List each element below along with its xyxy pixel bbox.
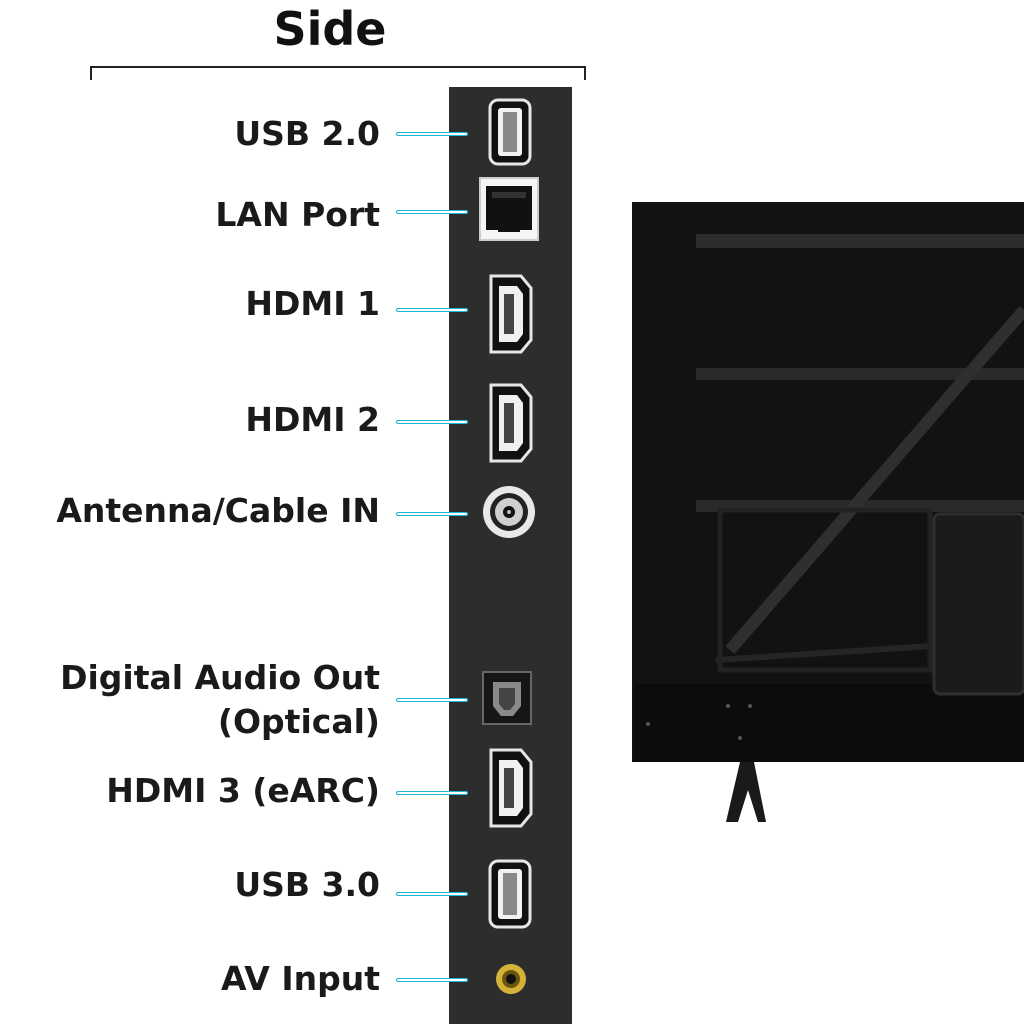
port-label-optical: Digital Audio Out (60, 658, 380, 697)
port-label-hdmi-3: HDMI 3 (eARC) (106, 771, 380, 810)
leader-line (396, 698, 468, 702)
port-label-optical-sub: (Optical) (217, 702, 380, 741)
av-jack-icon (496, 964, 526, 994)
leader-line (396, 791, 468, 795)
port-label-lan: LAN Port (215, 195, 380, 234)
port-label-antenna: Antenna/Cable IN (56, 491, 380, 530)
optical-port-icon (482, 671, 532, 725)
leader-line (396, 210, 468, 214)
port-label-hdmi-1: HDMI 1 (245, 284, 380, 323)
hdmi-port-icon (489, 383, 533, 463)
port-label-usb-2: USB 2.0 (234, 114, 380, 153)
leader-line (396, 512, 468, 516)
heading-bracket (90, 66, 586, 80)
usb-port-icon (488, 859, 532, 929)
leader-line (396, 132, 468, 136)
leader-line (396, 978, 468, 982)
section-heading: Side (273, 2, 387, 56)
usb-port-icon (488, 98, 532, 166)
port-label-usb-3: USB 3.0 (234, 865, 380, 904)
port-label-av: AV Input (221, 959, 380, 998)
tv-rear-view-image (632, 202, 1024, 822)
leader-line (396, 420, 468, 424)
hdmi-port-icon (489, 748, 533, 828)
port-label-hdmi-2: HDMI 2 (245, 400, 380, 439)
ethernet-port-icon (479, 177, 539, 241)
coaxial-port-icon (483, 486, 535, 538)
leader-line (396, 892, 468, 896)
hdmi-port-icon (489, 274, 533, 354)
leader-line (396, 308, 468, 312)
